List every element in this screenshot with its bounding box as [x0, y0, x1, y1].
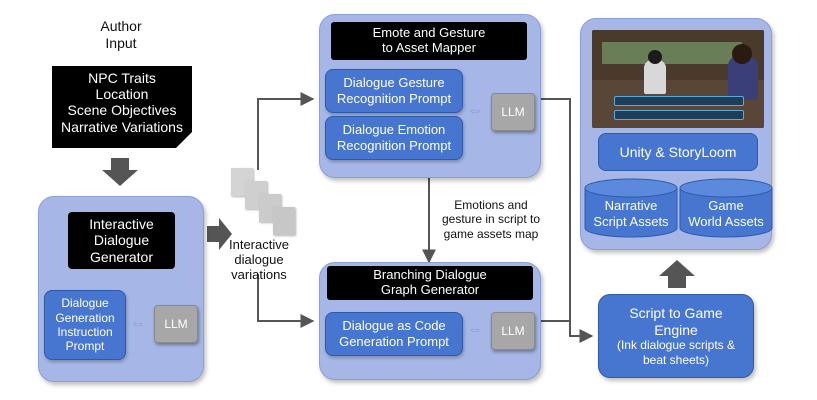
llm-box-branching: LLM: [491, 312, 535, 350]
interactive-dialogue-generator-title: Interactive Dialogue Generator: [68, 212, 175, 269]
game-world-assets-cylinder: [679, 178, 773, 238]
branching-dialogue-title: Branching Dialogue Graph Generator: [327, 266, 533, 300]
npc-head: [648, 50, 662, 64]
game-window: [602, 42, 742, 64]
unity-storyloom-box: Unity & StoryLoom: [598, 133, 758, 171]
game-screenshot-image: [592, 30, 764, 128]
llm-box-generator: LLM: [154, 305, 198, 343]
right-arrow-generator: [207, 218, 232, 250]
map-label-line1: Emotions and: [454, 198, 528, 212]
game-world-line2: World Assets: [688, 213, 764, 229]
author-input-box-shape: [52, 66, 192, 148]
npc-character: [644, 60, 666, 94]
down-arrow-author: [102, 158, 138, 186]
script-engine-title-line1: Script to Game: [629, 304, 723, 321]
script-engine-title-line2: Engine: [654, 321, 698, 338]
game-dialogue-option: [614, 96, 744, 106]
idg-title-line1: Interactive: [89, 216, 154, 233]
code-prompt-line1: Dialogue as Code: [342, 318, 446, 334]
map-label-line3: game assets map: [443, 226, 539, 241]
emotions-map-label: Emotions and gesture in script to game a…: [433, 198, 549, 241]
arrow-to-emote-mapper: [257, 92, 315, 170]
mapper-title-line1: Emote and Gesture: [372, 25, 486, 41]
arrow-mapper-to-engine: [540, 98, 594, 343]
gesture-prompt-line1: Dialogue Gesture: [343, 75, 445, 91]
idg-title-line2: Dialogue: [93, 232, 150, 249]
gesture-prompt-line2: Recognition Prompt: [336, 91, 452, 106]
idg-prompt-line3: Instruction: [57, 325, 113, 339]
narrative-line2: Script Assets: [593, 213, 669, 229]
arrow-to-branching: [257, 274, 315, 328]
narrative-assets-label: Narrative Script Assets: [583, 198, 679, 229]
game-world-line1: Game: [708, 198, 744, 213]
script-to-game-engine-box: Script to Game Engine (Ink dialogue scri…: [598, 294, 754, 378]
variations-line2: dialogue: [234, 251, 284, 267]
author-item-npc-traits: NPC Traits: [88, 70, 156, 86]
author-item-narrative-variations: Narrative Variations: [61, 118, 183, 135]
bidirectional-arrow-icon: ⇔: [467, 102, 483, 119]
branching-title-line1: Branching Dialogue: [373, 267, 487, 283]
dialogue-generation-instruction-prompt: Dialogue Generation Instruction Prompt: [44, 290, 126, 360]
variations-line1: Interactive: [229, 237, 289, 252]
author-input-line2: Input: [105, 34, 137, 51]
llm-box-mapper: LLM: [491, 93, 535, 131]
dialogue-gesture-recognition-prompt: Dialogue Gesture Recognition Prompt: [325, 69, 463, 113]
emotion-prompt-line1: Dialogue Emotion: [342, 122, 446, 138]
narrative-assets-cylinder: [584, 178, 678, 238]
idg-title-line3: Generator: [89, 248, 154, 265]
map-label-line2: gesture in script to: [441, 212, 541, 227]
game-world-assets-label: Game World Assets: [678, 198, 774, 229]
game-dialogue-option: [614, 110, 744, 120]
narrative-line1: Narrative: [604, 198, 658, 213]
bidirectional-arrow-icon: ⇔: [130, 315, 146, 332]
variations-line3: variations: [231, 266, 287, 282]
branching-title-line2: Graph Generator: [380, 282, 480, 297]
dialogue-emotion-recognition-prompt: Dialogue Emotion Recognition Prompt: [325, 116, 463, 160]
document-icon: [273, 207, 295, 235]
author-input-line1: Author: [100, 18, 142, 34]
dialogue-as-code-prompt: Dialogue as Code Generation Prompt: [325, 312, 463, 356]
code-prompt-line2: Generation Prompt: [339, 334, 449, 349]
emotion-prompt-line2: Recognition Prompt: [336, 138, 452, 153]
author-input-items: NPC Traits Location Scene Objectives Nar…: [52, 70, 192, 135]
bidirectional-arrow-icon: ⇔: [467, 321, 483, 338]
player-head: [732, 44, 752, 64]
variations-label: Interactive dialogue variations: [216, 237, 302, 283]
idg-prompt-line2: Generation: [55, 310, 115, 325]
author-item-location: Location: [95, 86, 149, 103]
up-arrow-to-engine: [659, 260, 695, 288]
idg-prompt-line1: Dialogue: [61, 296, 109, 311]
author-item-scene-objectives: Scene Objectives: [67, 102, 177, 119]
author-input-title: Author Input: [76, 18, 166, 52]
mapper-title-line2: to Asset Mapper: [382, 40, 476, 55]
emote-gesture-mapper-title: Emote and Gesture to Asset Mapper: [331, 22, 527, 60]
script-engine-sub-line1: (Ink dialogue scripts &: [616, 338, 736, 353]
idg-prompt-line4: Prompt: [65, 339, 105, 354]
script-engine-sub-line2: beat sheets): [642, 352, 710, 367]
